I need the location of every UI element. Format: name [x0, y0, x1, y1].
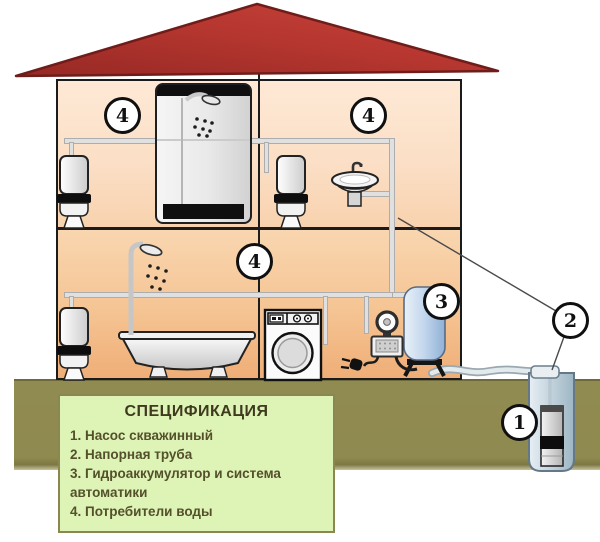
water-pipe-sink-branch	[357, 191, 390, 197]
legend-item: 1. Насос скважинный	[70, 428, 214, 443]
water-pipe-first-floor	[64, 292, 394, 298]
partition-wall-lower	[258, 230, 260, 379]
callout-consumers-upper-right: 4	[350, 97, 387, 134]
callout-consumers-upper-left: 4	[104, 97, 141, 134]
partition-wall-upper	[258, 74, 260, 228]
well-head-cap	[530, 365, 560, 379]
cabin-bottom-bar	[163, 204, 244, 219]
cabin-door-edge	[181, 98, 183, 206]
water-pipe-toilet1-stub	[69, 296, 74, 310]
water-pipe-gauge-drop	[364, 296, 369, 334]
legend-item: 3. Гидроаккумулятор и система автоматики	[70, 466, 281, 500]
callout-borehole-pump: 1	[501, 404, 538, 441]
water-pipe-tank-connector	[392, 292, 412, 298]
callout-consumers-lower: 4	[236, 243, 273, 280]
callout-label: 3	[434, 290, 449, 313]
water-pipe-toilet2-right-stub	[264, 142, 269, 173]
shower-cabin-icon	[155, 83, 252, 224]
legend-title: СПЕЦИФИКАЦИЯ	[124, 403, 269, 420]
callout-label: 4	[361, 104, 376, 127]
legend-item: 4. Потребители воды	[70, 504, 213, 519]
legend-box: СПЕЦИФИКАЦИЯ 1. Насос скважинный 2. Напо…	[58, 394, 335, 533]
callout-label: 1	[512, 411, 527, 434]
floor-divider	[56, 227, 462, 230]
callout-hydroaccumulator: 3	[423, 283, 460, 320]
water-pipe-toilet2-left-stub	[69, 142, 74, 158]
legend-item: 2. Напорная труба	[70, 447, 193, 462]
roof	[14, 2, 500, 78]
water-pipe-washer-drop	[323, 296, 328, 345]
callout-label: 4	[115, 104, 130, 127]
cabin-top-bar	[157, 85, 250, 96]
callout-pressure-pipe: 2	[552, 302, 589, 339]
callout-label: 4	[247, 250, 262, 273]
callout-label: 2	[563, 309, 578, 332]
water-pipe-riser	[389, 138, 395, 298]
cabin-seam	[157, 139, 250, 141]
